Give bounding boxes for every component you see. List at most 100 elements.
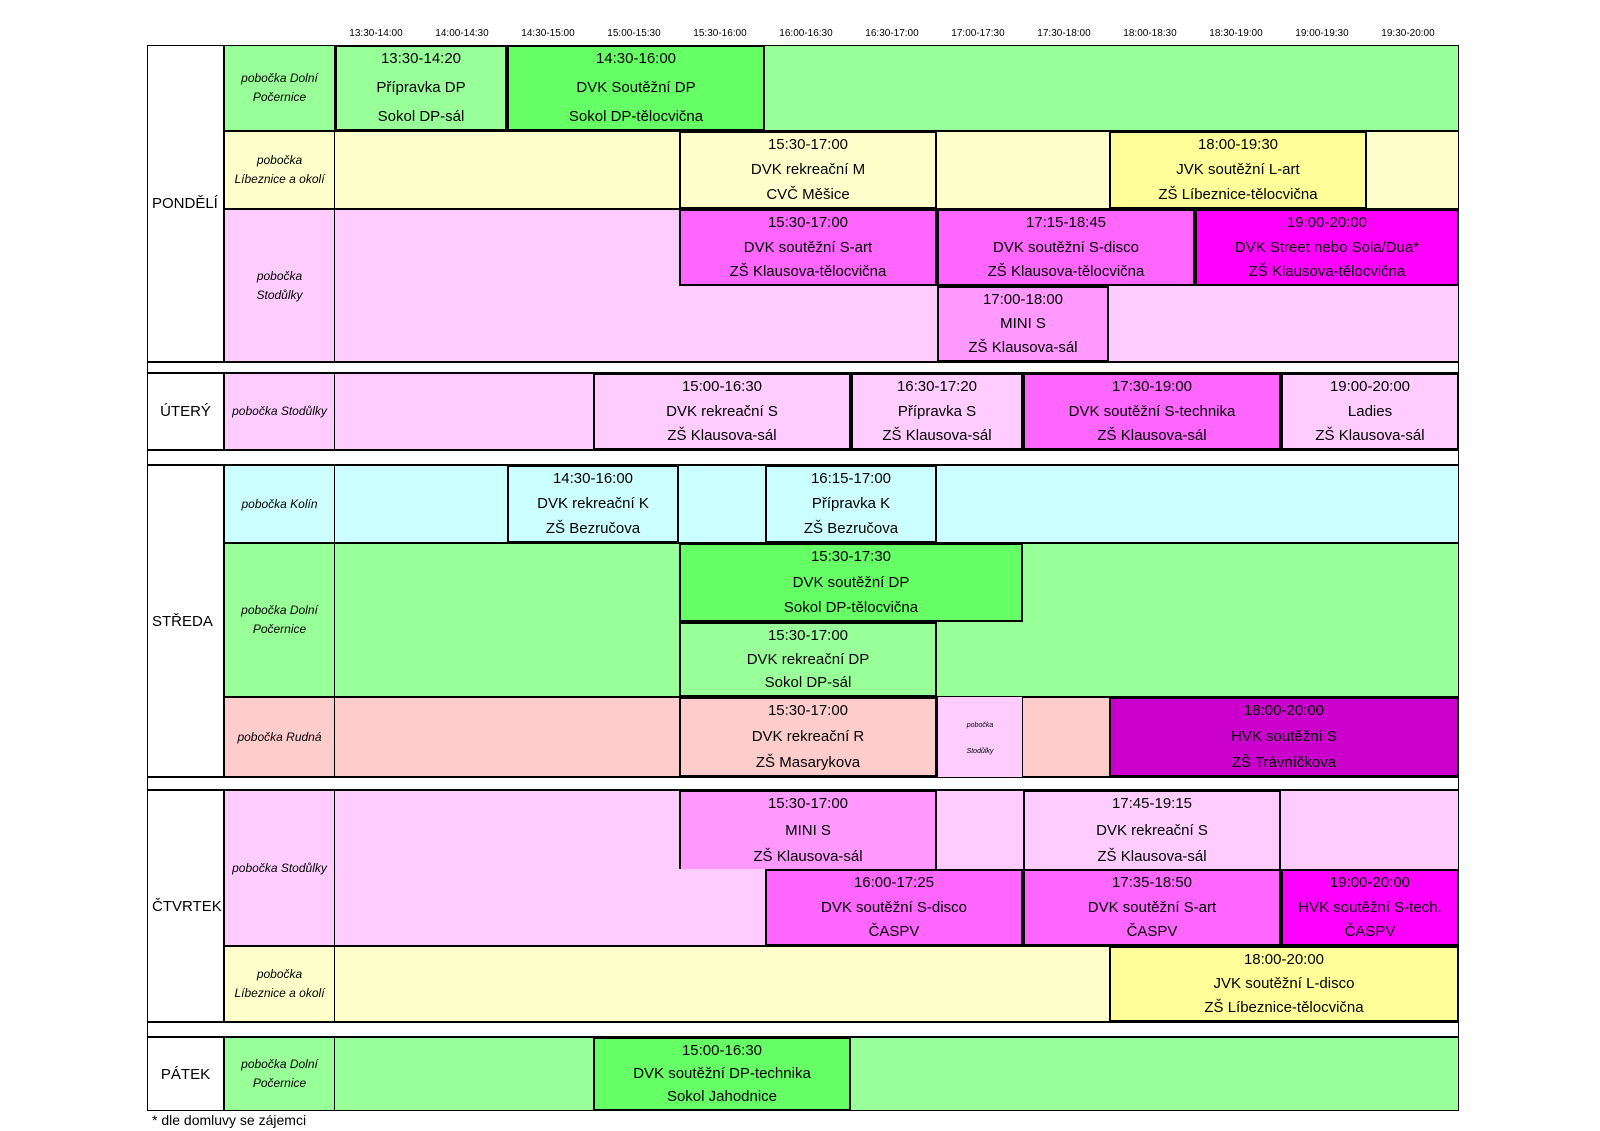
class-venue: Sokol DP-sál [764, 674, 852, 691]
class-venue: ZŠ Klausova-sál [968, 339, 1078, 356]
class-venue: ZŠ Bezručova [545, 520, 641, 537]
class-name: DVK soutěžní S-art [743, 238, 873, 256]
class-venue: ZŠ Klausova-sál [882, 427, 992, 444]
day-label-text: PÁTEK [160, 1065, 211, 1083]
time-slot-label: 14:30-15:00 [521, 28, 575, 39]
class-time: 15:00-16:30 [681, 1042, 763, 1059]
branch-label-line: pobočka Stodůlky [232, 404, 327, 419]
class-name: Ladies [1347, 402, 1393, 420]
time-slot-label: 13:30-14:00 [349, 28, 403, 39]
tiny-label-line: pobočka [966, 721, 994, 729]
class-name: DVK rekreační S [1096, 821, 1208, 839]
class-name: Přípravka K [811, 495, 891, 512]
branch-label-line: pobočka Kolín [241, 496, 318, 511]
stodulky-mini-cell [937, 697, 1023, 777]
day-separator [147, 777, 1459, 790]
branch-label-line: Počernice [252, 90, 307, 104]
time-slot-label: 18:30-19:00 [1209, 28, 1263, 39]
branch-label-line: pobočka Dolní [241, 603, 318, 618]
class-venue: ZŠ Klausova-tělocvična [1248, 263, 1406, 280]
class-name: DVK soutěžní DP-technika [633, 1065, 811, 1082]
class-name: Přípravka S [897, 402, 977, 420]
branch-label-line: Stodůlky [256, 287, 303, 302]
class-name: DVK soutěžní S-disco [821, 898, 967, 916]
class-time: 14:30-16:00 [552, 470, 634, 487]
class-time: 17:15-18:45 [1025, 214, 1107, 231]
class-venue: ZŠ Klausova-sál [667, 427, 777, 444]
day-separator [147, 362, 1459, 373]
class-time: 15:30-17:00 [767, 136, 849, 153]
branch-label-line: pobočka [256, 153, 303, 168]
class-venue: ZŠ Klausova-sál [1315, 427, 1425, 444]
branch-label-tue-sto: pobočka Stodůlky [224, 373, 335, 450]
branch-row-background [335, 1037, 1459, 1111]
time-slot-label: 17:30-18:00 [1037, 28, 1091, 39]
stodulky-mini-label: pobočka Stodůlky [937, 712, 1023, 764]
class-venue: ZŠ Trávníčkova [1231, 754, 1337, 771]
class-venue: Sokol DP-tělocvična [568, 108, 704, 125]
class-time: 15:30-17:00 [767, 214, 849, 231]
class-time: 17:35-18:50 [1111, 874, 1193, 891]
class-venue: ZŠ Líbeznice-tělocvična [1204, 999, 1364, 1016]
class-time: 14:30-16:00 [595, 50, 677, 67]
class-time: 16:15-17:00 [810, 470, 892, 487]
class-venue: Sokol DP-sál [377, 108, 465, 125]
time-slot-label: 15:00-15:30 [607, 28, 661, 39]
class-venue: ZŠ Klausova-sál [1097, 427, 1207, 444]
class-time: 19:00-20:00 [1329, 378, 1411, 395]
class-time: 18:00-20:00 [1243, 702, 1325, 719]
branch-label-wed-rudna: pobočka Rudná [224, 697, 335, 777]
footnote: * dle domluvy se zájemci [152, 1112, 307, 1128]
time-slot-label: 18:00-18:30 [1123, 28, 1177, 39]
branch-label-line: pobočka Rudná [237, 729, 322, 744]
class-name: JVK soutěžní L-disco [1213, 975, 1355, 992]
class-name: DVK rekreační K [537, 495, 649, 512]
branch-label-thu-sto: pobočka Stodůlky [224, 790, 335, 946]
branch-label-line: pobočka [256, 967, 303, 982]
branch-label-line: Líbeznice a okolí [234, 172, 325, 186]
day-label-tuesday: ÚTERÝ [147, 373, 224, 450]
day-label-text: STŘEDA [152, 612, 213, 630]
branch-label-line: Počernice [252, 622, 307, 636]
class-time: 17:30-19:00 [1111, 378, 1193, 395]
time-slot-label: 15:30-16:00 [693, 28, 747, 39]
class-time: 17:00-18:00 [982, 291, 1064, 308]
day-separator [147, 1022, 1459, 1037]
class-name: DVK Soutěžní DP [576, 79, 696, 96]
class-name: DVK rekreační DP [746, 650, 870, 668]
time-slot-label: 14:00-14:30 [435, 28, 489, 39]
branch-label-line: pobočka Dolní [241, 71, 318, 86]
class-name: DVK soutěžní DP [792, 573, 910, 591]
class-venue: ČASPV [1344, 923, 1396, 940]
day-label-monday: PONDĚLÍ [147, 45, 224, 362]
class-name: MINI S [785, 821, 831, 839]
class-name: MINI S [1000, 315, 1046, 332]
class-name: HVK soutěžní S [1231, 728, 1337, 745]
class-venue: ZŠ Masarykova [755, 754, 861, 771]
class-time: 15:30-17:00 [767, 702, 849, 719]
class-venue: ČASPV [868, 923, 920, 940]
class-venue: ZŠ Líbeznice-tělocvična [1158, 186, 1318, 203]
